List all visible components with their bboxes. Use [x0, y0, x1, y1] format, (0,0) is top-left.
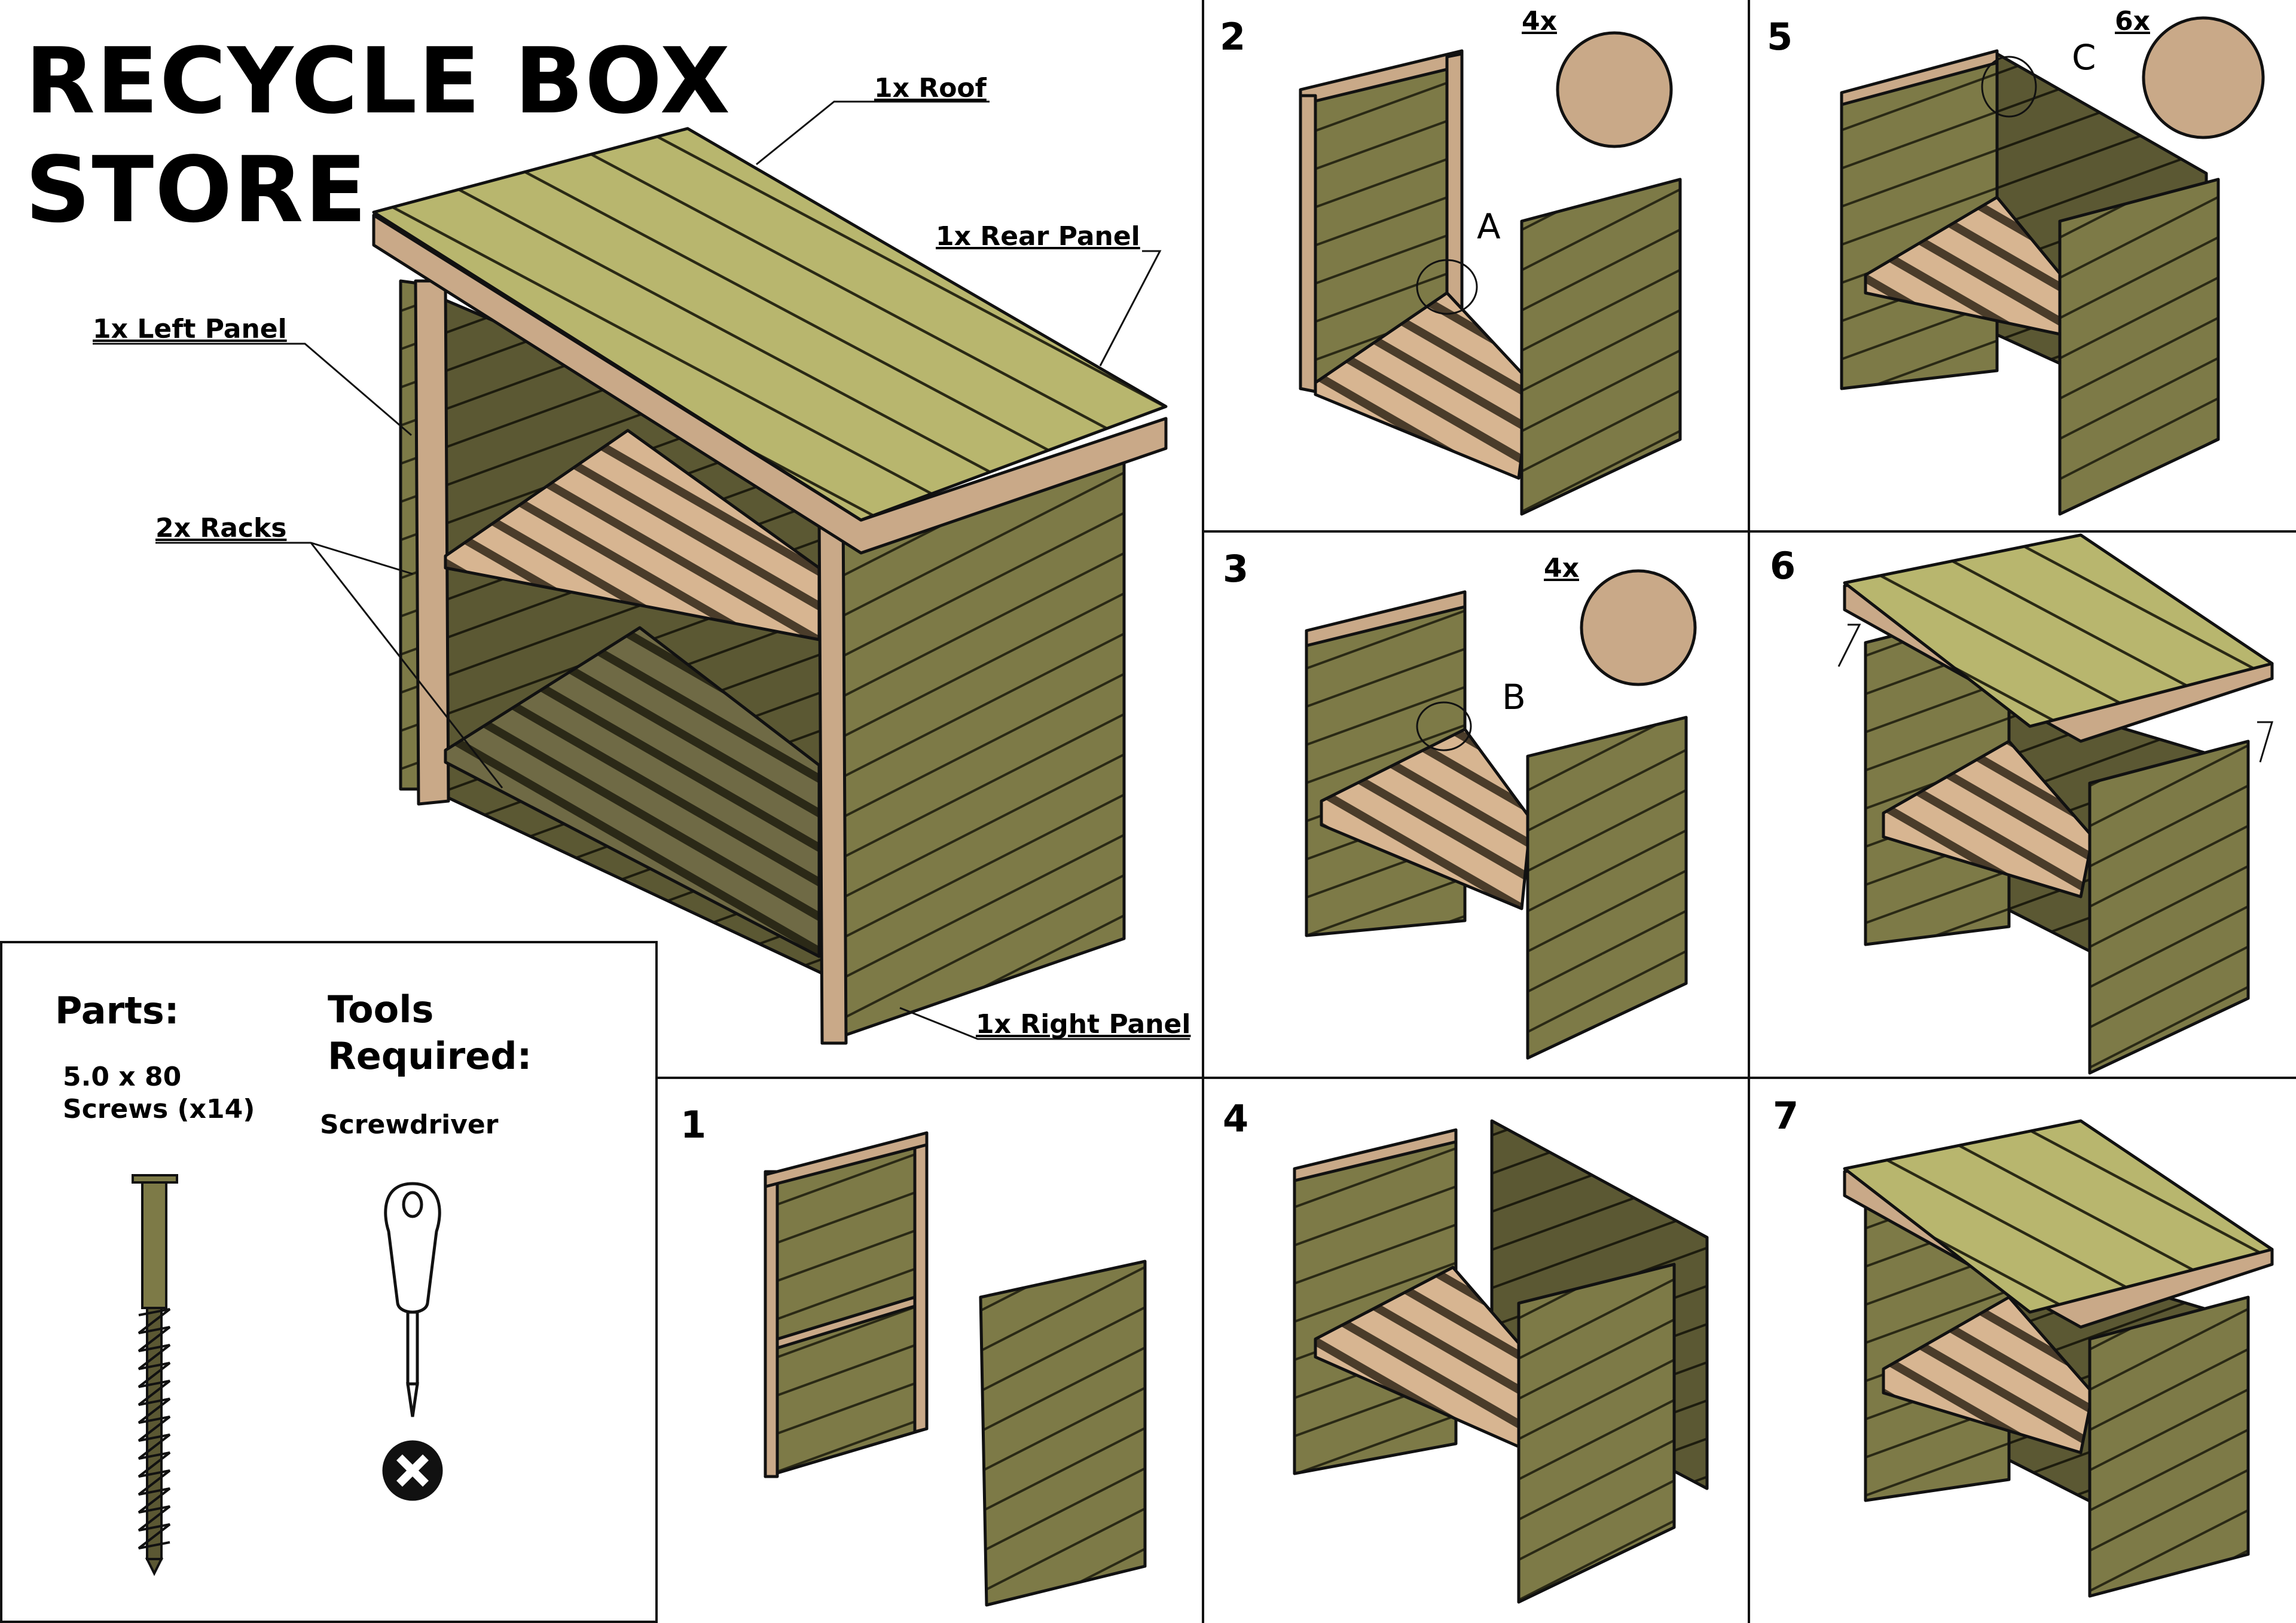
page-title-line1: RECYCLE BOX	[25, 28, 732, 134]
tools-heading-line1: Tools	[328, 988, 434, 1031]
step2-quantity: 4x	[1522, 6, 1557, 36]
step-number-6: 6	[1770, 544, 1796, 588]
tool-item-screwdriver: Screwdriver	[320, 1109, 499, 1140]
step5-detail-letter: C	[2072, 37, 2096, 78]
page-title-line2: STORE	[25, 137, 368, 243]
step5-illustration	[1840, 16, 2265, 516]
step6-illustration	[1843, 533, 2274, 1075]
step-number-7: 7	[1773, 1094, 1799, 1138]
step-number-1: 1	[680, 1103, 707, 1147]
callout-right-panel: 1x Right Panel	[976, 1009, 1191, 1040]
step2-detail-letter: A	[1477, 206, 1501, 247]
page-title: RECYCLE BOX STORE	[25, 27, 731, 244]
step-number-4: 4	[1223, 1097, 1249, 1141]
step3-quantity: 4x	[1544, 553, 1579, 583]
step2-illustration	[1299, 31, 1682, 516]
step5-quantity: 6x	[2115, 6, 2150, 36]
step3-detail-letter: B	[1502, 677, 1526, 717]
step-number-3: 3	[1223, 547, 1249, 591]
step-number-2: 2	[1220, 15, 1246, 59]
tools-heading: Tools Required:	[328, 986, 532, 1080]
step7-illustration	[1843, 1119, 2274, 1598]
step4-illustration	[1293, 1119, 1709, 1604]
step-number-5: 5	[1767, 15, 1793, 59]
callout-left-panel: 1x Left Panel	[93, 314, 287, 344]
tools-heading-line2: Required:	[328, 1034, 532, 1078]
parts-heading: Parts:	[55, 989, 179, 1032]
callout-racks: 2x Racks	[155, 513, 287, 543]
screw-size: 5.0 x 80	[63, 1062, 182, 1092]
screwdriver-illustration	[382, 1182, 443, 1501]
main-assembly	[372, 127, 1168, 1045]
step1-illustration	[764, 1131, 1147, 1607]
screw-spec: 5.0 x 80 Screws (x14)	[63, 1061, 255, 1126]
screw-count: Screws (x14)	[63, 1094, 255, 1124]
callout-rear-panel: 1x Rear Panel	[936, 221, 1140, 252]
screw-illustration	[132, 1174, 178, 1576]
callout-leaders	[93, 100, 1190, 1040]
step3-illustration	[1305, 569, 1697, 1060]
step6-arrows	[1837, 623, 2274, 763]
callout-roof: 1x Roof	[874, 73, 987, 103]
